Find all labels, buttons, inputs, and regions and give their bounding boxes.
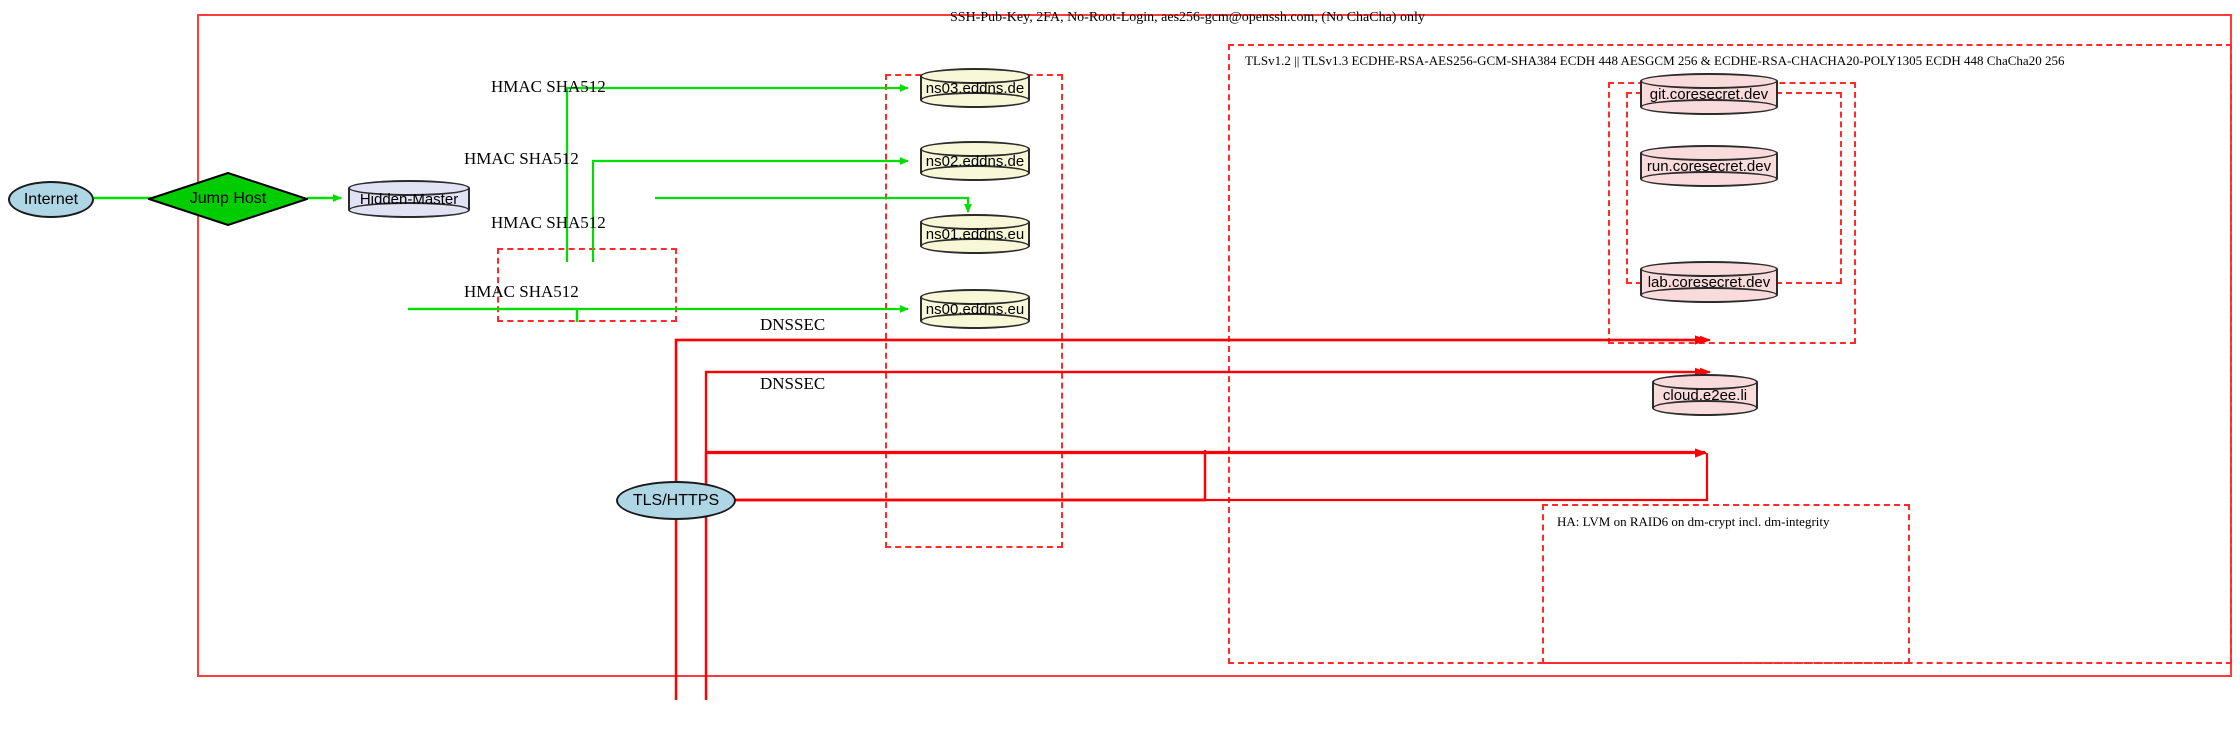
cylinder-bottom bbox=[1640, 171, 1778, 187]
cylinder-top bbox=[920, 141, 1030, 157]
cluster-ssh-label: SSH-Pub-Key, 2FA, No-Root-Login, aes256-… bbox=[950, 10, 1425, 25]
node-ns00-label: ns00.eddns.eu bbox=[925, 300, 1025, 318]
node-hidden-master-label: Hidden-Master bbox=[359, 190, 459, 208]
node-internet[interactable]: Internet bbox=[8, 181, 94, 218]
cylinder-top bbox=[1640, 73, 1778, 89]
node-ns02-label: ns02.eddns.de bbox=[925, 152, 1025, 170]
node-jump-host-label: Jump Host bbox=[189, 190, 267, 207]
node-ns02[interactable]: ns02.eddns.de bbox=[920, 141, 1030, 181]
node-internet-label: Internet bbox=[23, 190, 79, 208]
node-ns00[interactable]: ns00.eddns.eu bbox=[920, 289, 1030, 329]
node-hidden-master[interactable]: Hidden-Master bbox=[348, 180, 470, 218]
cylinder-bottom bbox=[920, 165, 1030, 181]
cluster-tls-label: TLSv1.2 || TLSv1.3 ECDHE-RSA-AES256-GCM-… bbox=[1245, 53, 2065, 68]
edge-label-hmac-ns02: HMAC SHA512 bbox=[464, 149, 579, 168]
cylinder-bottom bbox=[920, 92, 1030, 108]
cylinder-top bbox=[920, 289, 1030, 305]
edge-master-to-ns02 bbox=[591, 157, 909, 262]
cylinder-bottom bbox=[348, 202, 470, 218]
edge-label-dnssec-upper: DNSSEC bbox=[760, 315, 826, 334]
node-jump-host[interactable]: Jump Host bbox=[145, 171, 311, 227]
node-ns03[interactable]: ns03.eddns.de bbox=[920, 68, 1030, 108]
edge-master-to-ns03 bbox=[565, 84, 909, 262]
cylinder-top bbox=[1640, 261, 1778, 277]
node-ns03-label: ns03.eddns.de bbox=[925, 79, 1025, 97]
node-tls-https-label: TLS/HTTPS bbox=[632, 491, 720, 509]
node-lab-coresecret-label: lab.coresecret.dev bbox=[1647, 273, 1771, 291]
red-route-dnssec-lower bbox=[704, 448, 1707, 700]
edge-label-hmac-ns00: HMAC SHA512 bbox=[464, 282, 579, 301]
node-tls-https[interactable]: TLS/HTTPS bbox=[616, 481, 736, 520]
node-git-coresecret[interactable]: git.coresecret.dev bbox=[1640, 73, 1778, 115]
cylinder-bottom bbox=[1640, 287, 1778, 303]
cluster-coresecret-inner-boundary bbox=[1626, 92, 1842, 284]
cylinder-bottom bbox=[920, 313, 1030, 329]
diamond-shape bbox=[145, 171, 311, 227]
cluster-ha-boundary bbox=[1542, 504, 1910, 664]
cylinder-top bbox=[920, 68, 1030, 84]
node-run-coresecret-label: run.coresecret.dev bbox=[1646, 157, 1772, 175]
node-run-coresecret[interactable]: run.coresecret.dev bbox=[1640, 145, 1778, 187]
red-route-return bbox=[736, 453, 1709, 502]
cylinder-bottom bbox=[1640, 99, 1778, 115]
cylinder-top bbox=[920, 214, 1030, 230]
edge-master-to-ns01 bbox=[655, 196, 972, 213]
node-lab-coresecret[interactable]: lab.coresecret.dev bbox=[1640, 261, 1778, 303]
cluster-ha-label: HA: LVM on RAID6 on dm-crypt incl. dm-in… bbox=[1557, 514, 1830, 529]
cylinder-top bbox=[1652, 374, 1758, 390]
cluster-hidden-master-boundary bbox=[497, 248, 677, 322]
edge-label-hmac-ns03: HMAC SHA512 bbox=[491, 77, 606, 96]
node-ns01-label: ns01.eddns.eu bbox=[925, 225, 1025, 243]
cylinder-top bbox=[348, 180, 470, 196]
node-cloud-e2ee-label: cloud.e2ee.li bbox=[1662, 386, 1748, 404]
cylinder-bottom bbox=[1652, 400, 1758, 416]
node-ns01[interactable]: ns01.eddns.eu bbox=[920, 214, 1030, 254]
cylinder-bottom bbox=[920, 238, 1030, 254]
cylinder-top bbox=[1640, 145, 1778, 161]
node-git-coresecret-label: git.coresecret.dev bbox=[1649, 85, 1769, 103]
node-cloud-e2ee[interactable]: cloud.e2ee.li bbox=[1652, 374, 1758, 416]
edge-label-hmac-ns01: HMAC SHA512 bbox=[491, 213, 606, 232]
edge-label-dnssec-lower: DNSSEC bbox=[760, 374, 826, 393]
red-route-dnssec-upper bbox=[674, 335, 1707, 700]
